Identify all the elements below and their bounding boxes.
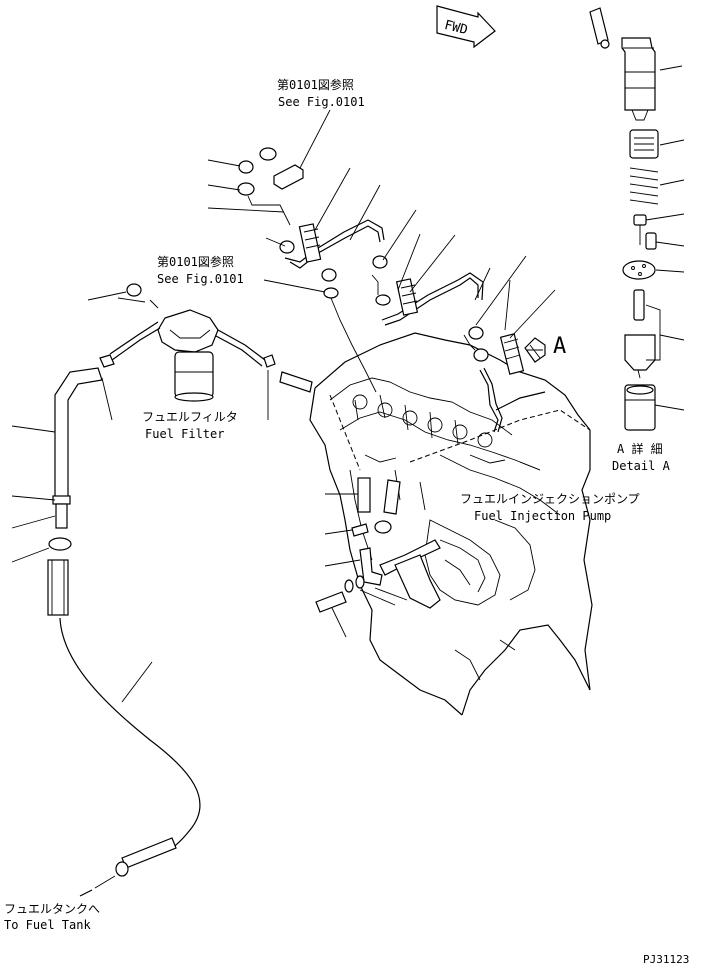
detail-a-jp: A 詳 細 — [617, 442, 663, 456]
view-a-label: A — [553, 334, 567, 359]
injection-pump-jp: フュエルインジェクションポンプ — [460, 492, 640, 506]
injection-pump-en: Fuel Injection Pump — [474, 509, 612, 523]
engine-block — [309, 332, 593, 716]
see-fig-mid-jp: 第0101図参照 — [157, 255, 234, 269]
fuel-filter-jp: フュエルフィルタ — [142, 410, 238, 424]
drawing-number: PJ31123 — [643, 953, 690, 966]
see-fig-top-en: See Fig.0101 — [278, 95, 365, 109]
injection-pipe-1 — [284, 219, 385, 269]
fuel-tank-jp: フュエルタンクへ — [4, 902, 101, 916]
fwd-label: FWD — [443, 18, 470, 38]
injection-pipe-2 — [381, 272, 484, 326]
detail-a-en: Detail A — [612, 459, 670, 473]
fuel-tank-en: To Fuel Tank — [4, 918, 91, 932]
fuel-hose-left — [47, 367, 201, 897]
fwd-arrow-icon: FWD — [436, 5, 496, 49]
pump-fittings — [315, 477, 441, 613]
see-fig-top-jp: 第0101図参照 — [277, 78, 354, 92]
flow-arrow-icon — [79, 889, 93, 897]
detail-a-parts — [589, 7, 659, 431]
injection-pipe-3 — [479, 333, 546, 433]
leader-lines — [11, 65, 685, 703]
see-fig-mid-en: See Fig.0101 — [157, 272, 244, 286]
view-direction-arrow-icon — [524, 337, 546, 363]
fuel-filter — [99, 283, 313, 402]
fuel-filter-en: Fuel Filter — [145, 427, 225, 441]
fittings — [237, 147, 489, 393]
